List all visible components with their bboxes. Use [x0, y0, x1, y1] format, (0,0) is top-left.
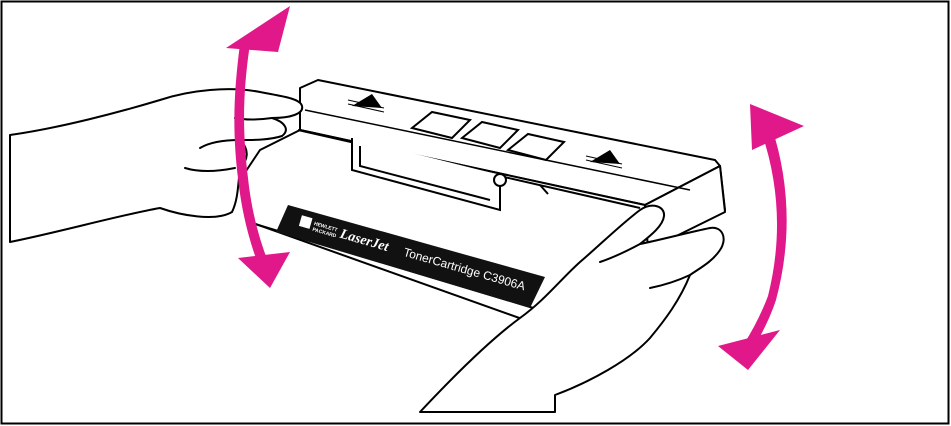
toner-shake-illustration: HEWLETT PACKARD LaserJet TonerCartridge … — [0, 0, 951, 426]
